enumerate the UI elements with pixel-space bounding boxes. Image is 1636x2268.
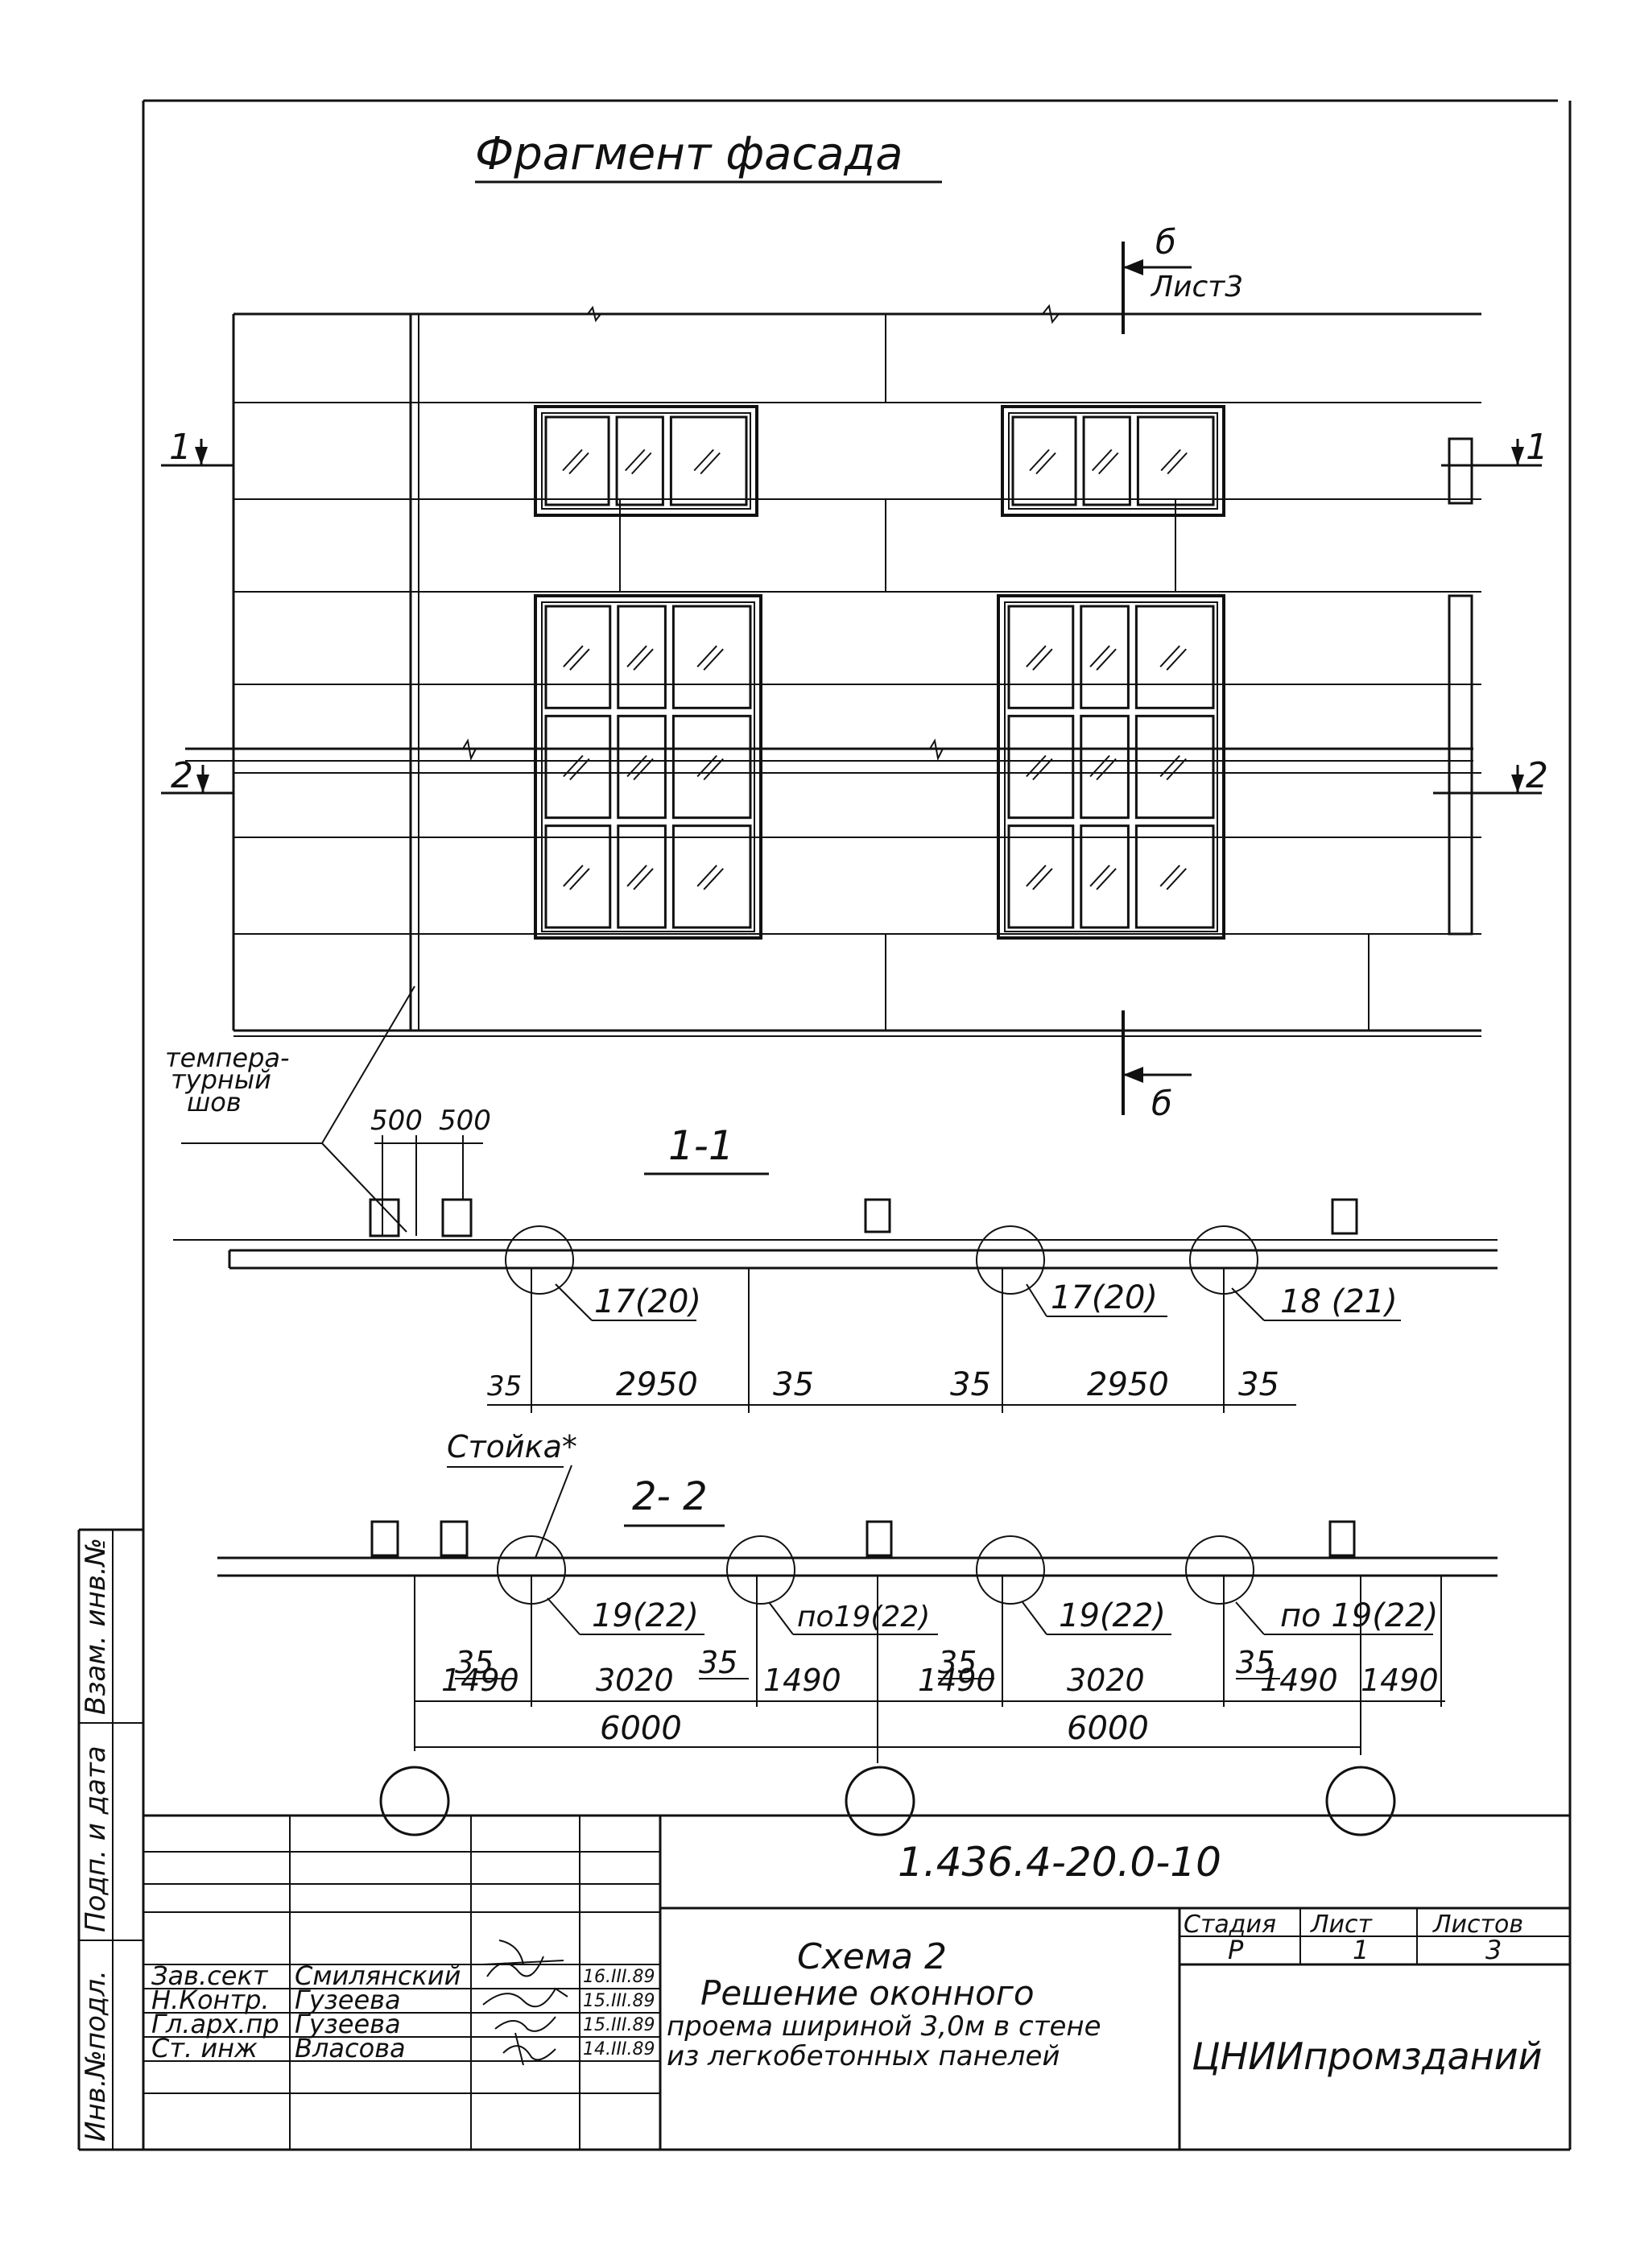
stage-label: Стадия — [1184, 1911, 1276, 1939]
signature-4 — [502, 2032, 556, 2066]
callout-2-a: 19(22) — [592, 1597, 699, 1634]
dim-1-35-d: 35 — [1238, 1366, 1279, 1403]
dim-chain-1: 1490 — [441, 1663, 519, 1698]
facade-windows — [534, 405, 1225, 940]
side-stamp-replaced: Взам. инв.№ — [80, 1538, 112, 1715]
section-1-markers: 1 1 — [161, 427, 1548, 468]
dim-1-35-a: 35 — [487, 1370, 522, 1403]
sheets-value: 3 — [1485, 1935, 1502, 1965]
section-b-top-marker: б Лист3 — [1122, 222, 1243, 334]
dim-chain-3: 1490 — [763, 1663, 841, 1698]
doc-title-line-3: проема шириной 3,0м в стене — [667, 2010, 1101, 2043]
sheet-label: Лист — [1310, 1911, 1374, 1939]
dim-500-a: 500 — [370, 1105, 423, 1137]
facade-elevation — [185, 304, 1481, 1037]
role-1: Зав.сект — [151, 1960, 269, 1991]
signature-1 — [482, 1940, 564, 1977]
post-label: Стойка* — [447, 1429, 577, 1464]
doc-title-line-1: Схема 2 — [797, 1936, 947, 1977]
doc-title-line-4: из легкобетонных панелей — [667, 2040, 1060, 2072]
sheet-value: 1 — [1353, 1935, 1369, 1965]
section-2-markers: 2 2 — [161, 755, 1548, 796]
dim-chain-7: 1490 — [1361, 1663, 1439, 1698]
section-1-title: 1-1 — [668, 1122, 734, 1169]
title-block: 1.436.4-20.0-10 Зав.сект Н.Контр. Гл.арх… — [143, 1814, 1570, 2150]
sheet-frame — [79, 99, 1572, 2151]
dim-2-35-c: 35 — [938, 1645, 977, 1680]
joint-label-line-1: темпера- — [165, 1043, 290, 1073]
window-3 — [534, 594, 762, 940]
dim-module-2: 6000 — [1067, 1710, 1149, 1747]
role-3: Гл.арх.пр — [151, 2009, 279, 2039]
dim-1-35-c: 35 — [950, 1366, 991, 1403]
dim-chain-6: 1490 — [1260, 1663, 1338, 1698]
dim-2-35-a: 35 — [455, 1645, 494, 1680]
axis-bubble-1 — [379, 1766, 450, 1836]
window-4 — [997, 594, 1225, 940]
dim-1-2950-a: 2950 — [616, 1366, 698, 1403]
stage-value: Р — [1228, 1935, 1244, 1965]
name-3: Гузеева — [295, 2009, 401, 2039]
section-2-title: 2- 2 — [632, 1474, 708, 1519]
window-2 — [1001, 405, 1225, 517]
side-stamp-inventory: Инв.№подл. — [80, 1970, 112, 2142]
section-b-bottom-marker: б — [1122, 1010, 1192, 1123]
section-2-2: Стойка* 2- 2 19(22) по19(22) — [217, 1429, 1498, 1836]
dim-module-1: 6000 — [600, 1710, 682, 1747]
role-2: Н.Контр. — [151, 1985, 270, 2015]
section-2-right-label: 2 — [1526, 755, 1548, 796]
organization: ЦНИИпромзданий — [1192, 2035, 1543, 2078]
callout-2-b: по19(22) — [797, 1601, 930, 1634]
name-2: Гузеева — [295, 1985, 401, 2015]
dim-chain-5: 3020 — [1067, 1663, 1145, 1698]
joint-label-line-2: турный — [171, 1064, 271, 1095]
dim-chain-2: 3020 — [596, 1663, 674, 1698]
axis-bubble-2 — [845, 1766, 915, 1836]
document-code: 1.436.4-20.0-10 — [898, 1839, 1221, 1886]
date-1: 16.III.89 — [583, 1967, 655, 1987]
section-b-sheet-ref: Лист3 — [1150, 271, 1243, 304]
section-1-right-label: 1 — [1526, 427, 1548, 468]
section-1-1: 1-1 500 500 17(20) 17(20) — [173, 1105, 1498, 1413]
temperature-joint-note: темпера- турный шов — [165, 985, 415, 1233]
callout-2-d: по 19(22) — [1280, 1597, 1438, 1634]
section-1-left-label: 1 — [169, 427, 192, 468]
date-4: 14.III.89 — [583, 2039, 655, 2059]
side-stamp-signature: Подп. и дата — [80, 1745, 112, 1932]
callout-1-a: 17(20) — [594, 1283, 701, 1320]
name-1: Смилянский — [295, 1960, 461, 1991]
section-b-bottom-label: б — [1151, 1084, 1172, 1123]
sheets-label: Листов — [1432, 1911, 1523, 1939]
name-4: Власова — [295, 2033, 406, 2064]
dim-1-2950-b: 2950 — [1087, 1366, 1169, 1403]
dim-500-b: 500 — [439, 1105, 491, 1137]
joint-label-line-3: шов — [187, 1087, 242, 1117]
dim-1-35-b: 35 — [773, 1366, 814, 1403]
date-3: 15.III.89 — [583, 2015, 655, 2035]
callout-1-b: 17(20) — [1051, 1279, 1158, 1316]
window-1 — [534, 405, 758, 517]
callout-1-c: 18 (21) — [1280, 1283, 1398, 1320]
signature-3 — [494, 2016, 556, 2032]
role-4: Ст. инж — [151, 2033, 258, 2064]
signature-2 — [482, 1987, 568, 2008]
doc-title-line-2: Решение оконного — [700, 1973, 1035, 2013]
dim-2-35-b: 35 — [699, 1645, 737, 1680]
side-stamp: Взам. инв.№ Подп. и дата Инв.№подл. — [77, 1528, 143, 2150]
section-2-left-label: 2 — [171, 755, 193, 796]
axis-bubble-3 — [1325, 1766, 1396, 1836]
callout-2-c: 19(22) — [1059, 1597, 1166, 1634]
facade-title: Фрагмент фасада — [475, 128, 903, 180]
dim-chain-4: 1490 — [918, 1663, 996, 1698]
section-b-top-label: б — [1155, 222, 1176, 262]
dim-2-35-d: 35 — [1236, 1645, 1275, 1680]
date-2: 15.III.89 — [583, 1991, 655, 2011]
